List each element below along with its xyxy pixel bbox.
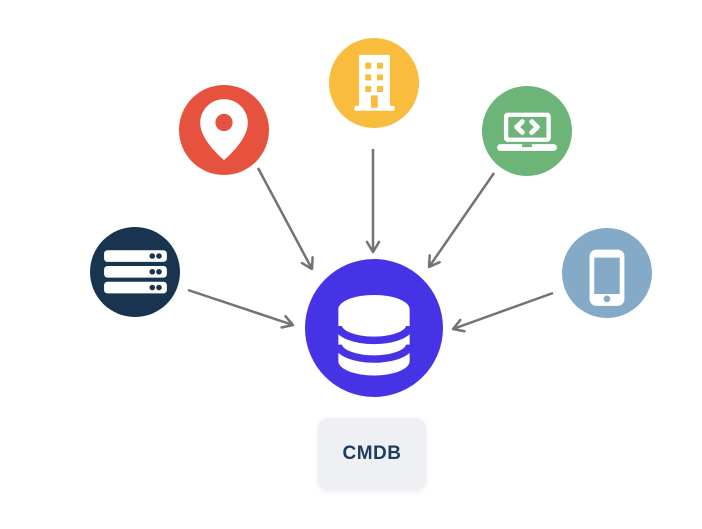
cmdb-label-text: CMDB <box>342 443 402 464</box>
node-phone <box>562 228 652 318</box>
building-icon <box>354 54 395 111</box>
node-location <box>179 85 269 175</box>
cmdb-label: CMDB <box>318 418 426 490</box>
node-building <box>329 38 419 128</box>
arrow-server-to-cmdb <box>187 288 295 329</box>
arrow-location-to-cmdb <box>256 167 314 271</box>
node-laptop <box>482 86 572 176</box>
database-icon <box>334 294 414 376</box>
server-rack-icon <box>104 250 167 294</box>
node-server <box>90 227 180 317</box>
arrow-phone-to-cmdb <box>451 291 554 333</box>
node-cmdb-hub <box>305 259 443 397</box>
arrow-laptop-to-cmdb <box>427 172 496 269</box>
location-pin-icon <box>200 99 248 160</box>
code-laptop-icon <box>497 112 557 151</box>
smartphone-icon <box>589 249 625 306</box>
